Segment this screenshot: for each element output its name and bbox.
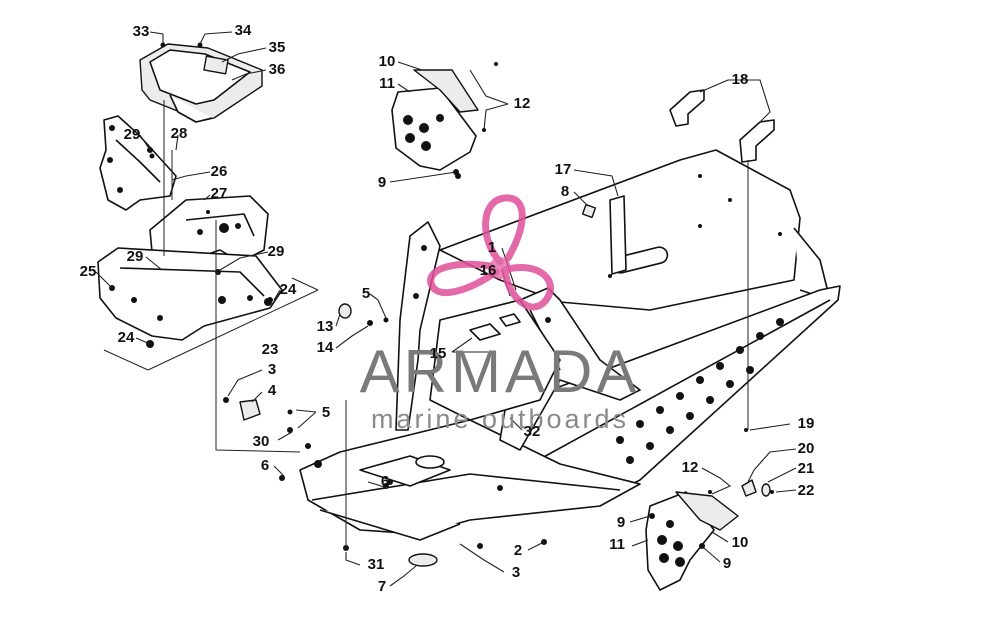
- tunnel-part: [439, 149, 831, 311]
- callout-12: 12: [682, 459, 699, 476]
- callout-11: 11: [609, 536, 625, 553]
- callout-9: 9: [617, 514, 625, 531]
- callout-16: 16: [480, 262, 497, 279]
- front-frame-part: [299, 419, 641, 541]
- callout-29: 29: [124, 126, 141, 143]
- watermark-tagline: marine outboards: [371, 404, 629, 434]
- armada-propeller-logo: [427, 194, 554, 311]
- callout-5: 5: [362, 285, 370, 302]
- callout-31: 31: [368, 556, 385, 573]
- callout-5: 5: [322, 404, 330, 421]
- callout-15: 15: [430, 345, 447, 362]
- callout-24: 24: [118, 329, 135, 346]
- callout-7: 7: [378, 578, 386, 595]
- fastener-hardware: [147, 62, 774, 567]
- callout-33: 33: [133, 23, 150, 40]
- steering-cover-part: [139, 42, 263, 123]
- callout-4: 4: [268, 382, 277, 399]
- callout-20: 20: [798, 440, 815, 457]
- callout-6: 6: [261, 457, 269, 474]
- watermark-brand: ARMADA: [360, 338, 641, 405]
- callout-3: 3: [512, 564, 520, 581]
- callout-19: 19: [798, 415, 815, 432]
- callout-1: 1: [488, 239, 496, 256]
- left-bracket-part: [99, 115, 177, 211]
- callout-2: 2: [514, 542, 522, 559]
- callout-10: 10: [732, 534, 749, 551]
- callout-36: 36: [269, 61, 286, 78]
- callout-25: 25: [80, 263, 97, 280]
- callout-13: 13: [317, 318, 334, 335]
- callout-29: 29: [268, 243, 285, 260]
- callout-9: 9: [723, 555, 731, 572]
- callout-23: 23: [262, 341, 279, 358]
- watermark: ARMADA marine outboards: [360, 194, 641, 434]
- callout-12: 12: [514, 95, 531, 112]
- left-upright-part: [395, 221, 441, 431]
- callout-21: 21: [798, 460, 815, 477]
- callout-24: 24: [280, 281, 297, 298]
- callout-27: 27: [211, 185, 228, 202]
- callout-29: 29: [127, 248, 144, 265]
- callout-22: 22: [798, 482, 815, 499]
- callout-14: 14: [317, 339, 334, 356]
- callout-6: 6: [381, 473, 389, 490]
- callout-8: 8: [561, 183, 569, 200]
- callout-9: 9: [378, 174, 386, 191]
- callout-10: 10: [379, 53, 396, 70]
- callout-34: 34: [235, 22, 252, 39]
- callout-28: 28: [171, 125, 188, 142]
- upper-side-plate-part: [391, 69, 479, 175]
- strap-part: [609, 195, 627, 275]
- reference-lines: [163, 100, 749, 550]
- handle-part: [669, 89, 775, 163]
- leader-lines: [95, 31, 797, 587]
- callout-35: 35: [269, 39, 286, 56]
- callout-30: 30: [253, 433, 270, 450]
- callout-3: 3: [268, 361, 276, 378]
- callout-labels: 33 34 35 36 29 28 26 27 29 29 25 24 24 2…: [80, 22, 815, 595]
- lower-side-plate-part: [645, 491, 739, 591]
- callout-32: 32: [524, 423, 541, 440]
- callout-26: 26: [211, 163, 228, 180]
- callout-11: 11: [379, 75, 395, 92]
- front-bulkhead-plate-part: [97, 247, 283, 348]
- callout-18: 18: [732, 71, 749, 88]
- callout-17: 17: [555, 161, 572, 178]
